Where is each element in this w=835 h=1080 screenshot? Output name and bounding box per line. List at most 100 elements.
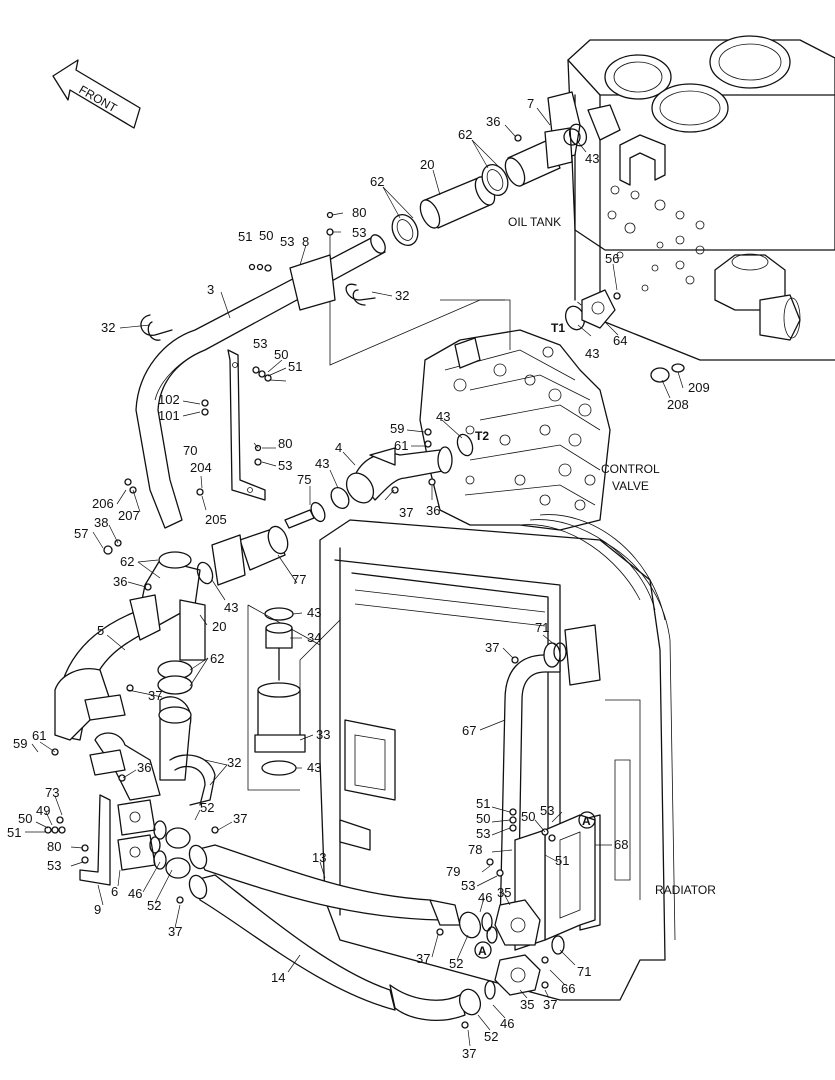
part-label: 33 [316, 727, 330, 742]
part-label: 43 [307, 760, 321, 775]
u-bolt-32-upper [345, 283, 376, 306]
part-label: 204 [190, 460, 212, 475]
part-label: 61 [394, 438, 408, 453]
part-label: 46 [500, 1016, 514, 1031]
part-label: 53 [476, 826, 490, 841]
part-label: 51 [7, 825, 21, 840]
part-label: 53 [253, 336, 267, 351]
flanges-52-left [153, 820, 191, 879]
part-label: 56 [605, 251, 619, 266]
part-label: 205 [205, 512, 227, 527]
part-label: 50 [521, 809, 535, 824]
part-label: 37 [233, 811, 247, 826]
part-label: 4 [335, 440, 342, 455]
part-label: 53 [47, 858, 61, 873]
part-label: 102 [158, 392, 180, 407]
part-label: 53 [352, 225, 366, 240]
part-label: 35 [520, 997, 534, 1012]
svg-text:A: A [478, 944, 487, 958]
part-label: 9 [94, 902, 101, 917]
part-label: 35 [497, 885, 511, 900]
part-label: 52 [484, 1029, 498, 1044]
radiator-label: RADIATOR [655, 883, 716, 897]
part-label: 80 [47, 839, 61, 854]
part-label: 43 [224, 600, 238, 615]
part-label: 51 [288, 359, 302, 374]
part-label: 14 [271, 970, 285, 985]
part-label: 62 [458, 127, 472, 142]
o-rings-43 [149, 123, 588, 955]
valve-34 [264, 607, 294, 681]
svg-text:A: A [582, 814, 591, 828]
part-label: 20 [420, 157, 434, 172]
part-label: 101 [158, 408, 180, 423]
part-labels: 7 36 62 43 20 62 80 53 51 50 53 8 3 32 3… [7, 96, 710, 1061]
part-label: 62 [210, 651, 224, 666]
u-bolts-32-lower [169, 754, 216, 806]
part-label: 37 [462, 1046, 476, 1061]
ref-a-upper: A [578, 811, 596, 829]
part-label: 64 [613, 333, 627, 348]
part-label: 43 [307, 605, 321, 620]
part-label: 50 [259, 228, 273, 243]
part-label: 43 [315, 456, 329, 471]
part-label: 52 [449, 956, 463, 971]
flanges-52-right [458, 911, 496, 1016]
part-label: 52 [147, 898, 161, 913]
oil-tank: OIL TANK [508, 35, 835, 361]
part-label: 78 [468, 842, 482, 857]
valve-body-33 [254, 682, 306, 776]
pipe-5 [54, 559, 206, 801]
part-label: 53 [280, 234, 294, 249]
part-label: 20 [212, 619, 226, 634]
part-label: 36 [137, 760, 151, 775]
part-label: 53 [461, 878, 475, 893]
part-label: 77 [292, 572, 306, 587]
part-label: 51 [555, 853, 569, 868]
part-label: 34 [307, 630, 321, 645]
flange-blocks-6 [117, 799, 156, 871]
pipe-7 [504, 127, 581, 187]
front-arrow: FRONT [52, 59, 141, 129]
part-label: 71 [535, 620, 549, 635]
part-label: 62 [370, 174, 384, 189]
sensor-75 [284, 501, 326, 529]
bracket-70 [227, 349, 266, 501]
part-label: 70 [183, 443, 197, 458]
part-label: 80 [352, 205, 366, 220]
part-label: 37 [416, 951, 430, 966]
part-label: 37 [399, 505, 413, 520]
part-label: 43 [585, 346, 599, 361]
part-label: 80 [278, 436, 292, 451]
part-label: 3 [207, 282, 214, 297]
part-label: 71 [577, 964, 591, 979]
part-label: 73 [45, 785, 59, 800]
part-label: 50 [476, 811, 490, 826]
plug-208 [650, 363, 685, 383]
bracket-9 [79, 794, 111, 886]
hose-clamps-62-lower [157, 551, 193, 695]
part-label: 37 [485, 640, 499, 655]
u-bolt-32-left [140, 314, 173, 341]
oil-tank-label: OIL TANK [508, 215, 561, 229]
part-label: 6 [111, 884, 118, 899]
part-label: 7 [527, 96, 534, 111]
hose-clamps-62-upper [391, 163, 509, 247]
port-t1-label: T1 [551, 321, 565, 335]
part-label: 36 [426, 503, 440, 518]
part-label: 51 [238, 229, 252, 244]
part-label: 61 [32, 728, 46, 743]
control-valve: CONTROL VALVE T1 T2 [419, 321, 660, 531]
part-label: 32 [395, 288, 409, 303]
part-label: 43 [585, 151, 599, 166]
part-label: 68 [614, 837, 628, 852]
part-label: 79 [446, 864, 460, 879]
part-label: 13 [312, 850, 326, 865]
part-label: 49 [36, 803, 50, 818]
part-label: 50 [274, 347, 288, 362]
part-label: 67 [462, 723, 476, 738]
part-label: 62 [120, 554, 134, 569]
pipe-77 [211, 525, 289, 586]
part-label: 36 [486, 114, 500, 129]
